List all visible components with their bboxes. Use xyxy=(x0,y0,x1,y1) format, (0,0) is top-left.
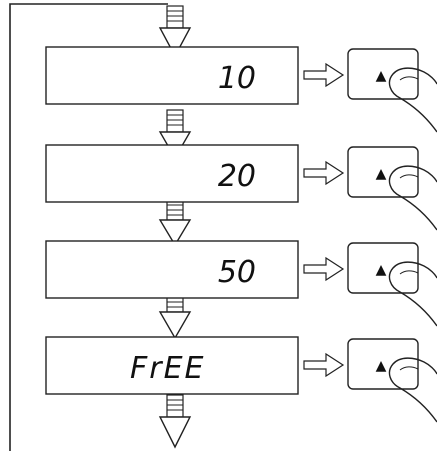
press-up-key-4: ▲ xyxy=(348,339,437,422)
up-arrow-key-icon: ▲ xyxy=(376,166,387,182)
up-arrow-key-icon: ▲ xyxy=(376,68,387,84)
press-up-key-2: ▲ xyxy=(348,147,437,230)
display-panel-2: 20 xyxy=(46,145,298,202)
right-arrow-3 xyxy=(304,258,343,280)
up-arrow-key-icon: ▲ xyxy=(376,358,387,374)
right-arrow-4 xyxy=(304,354,343,376)
display-value-1: 10 xyxy=(218,61,256,96)
down-arrow-4 xyxy=(160,292,190,338)
right-arrow-2 xyxy=(304,162,343,184)
display-panel-1: 10 xyxy=(46,47,298,104)
up-arrow-key-icon: ▲ xyxy=(376,262,387,278)
press-up-key-1: ▲ xyxy=(348,49,437,132)
display-panel-4: FrEE xyxy=(46,337,298,394)
down-arrow-5 xyxy=(160,395,190,447)
display-value-4: FrEE xyxy=(130,351,206,386)
press-up-key-3: ▲ xyxy=(348,243,437,326)
display-value-3: 50 xyxy=(218,255,256,290)
right-arrow-1 xyxy=(304,64,343,86)
display-value-2: 20 xyxy=(218,159,256,194)
down-arrow-3 xyxy=(160,200,190,245)
display-panel-3: 50 xyxy=(46,241,298,298)
